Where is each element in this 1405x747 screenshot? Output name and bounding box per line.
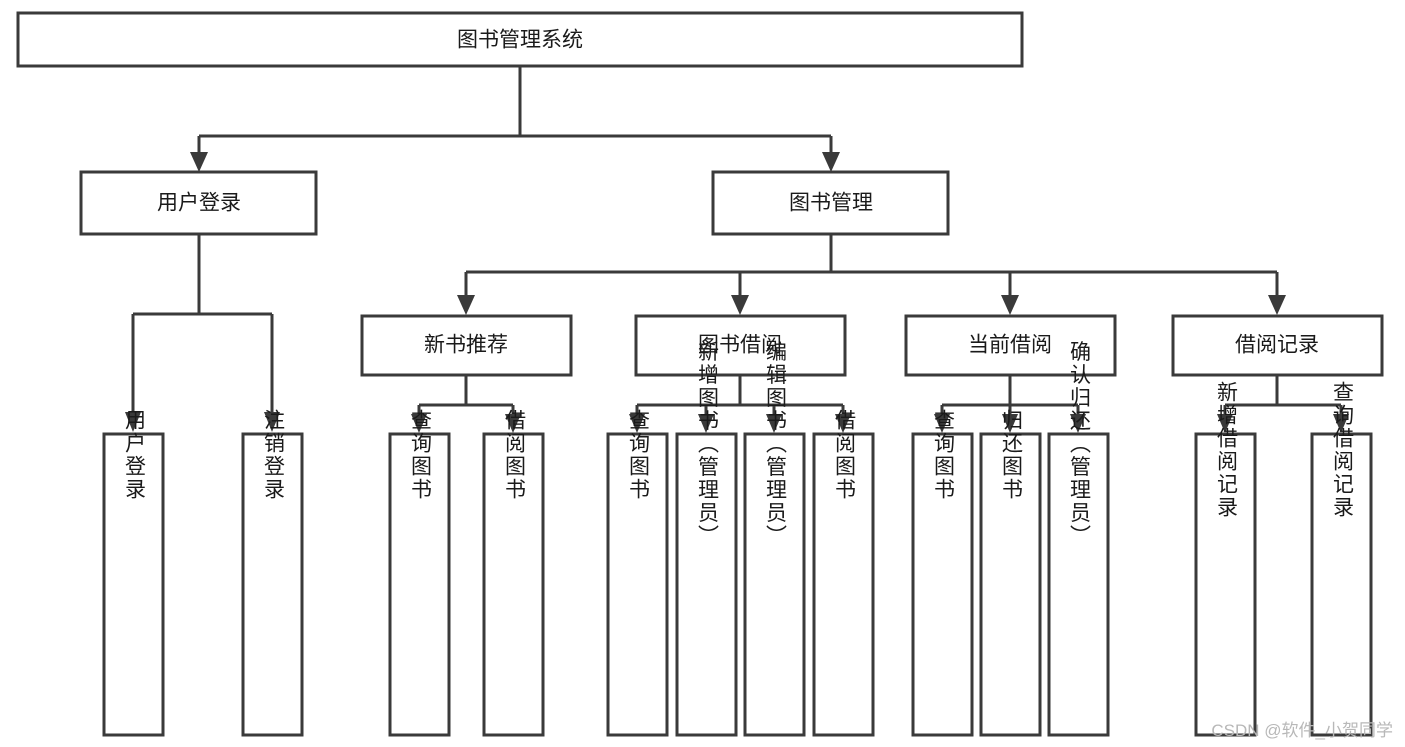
leaf-records-1-box[interactable] — [1310, 432, 1373, 737]
arrow-current-leaf-0 — [934, 414, 950, 433]
leaf-current-0-label: 查询图书 — [932, 409, 956, 501]
arrow-records-leaf-1 — [1333, 414, 1349, 433]
leaf-borrow-1[interactable]: 新增图书（管理员） — [675, 341, 738, 737]
connector-group-root — [190, 66, 840, 172]
node-book-mgmt-label: 图书管理 — [789, 192, 873, 215]
node-user-login-box[interactable] — [79, 170, 318, 236]
leaf-new-book-0-label: 查询图书 — [409, 409, 433, 501]
connector-group-book-mgmt — [457, 234, 1286, 315]
leaf-records-1[interactable]: 查询借阅记录 — [1310, 381, 1373, 737]
leaf-borrow-0[interactable]: 查询图书 — [606, 409, 669, 737]
node-borrow-box[interactable] — [634, 314, 847, 377]
leaf-new-book-1[interactable]: 借阅图书 — [482, 409, 545, 737]
leaf-current-0[interactable]: 查询图书 — [911, 409, 974, 737]
arrow-borrow-leaf-0 — [629, 414, 645, 433]
leaf-current-1[interactable]: 归还图书 — [979, 409, 1042, 737]
node-new-book-label: 新书推荐 — [424, 334, 508, 357]
arrow-records-leaf-0 — [1217, 414, 1233, 433]
leaf-borrow-1-label: 新增图书（管理员） — [696, 341, 720, 548]
leaf-borrow-0-box[interactable] — [606, 432, 669, 737]
node-borrow-records-box[interactable] — [1171, 314, 1384, 377]
node-current-borrow-label: 当前借阅 — [968, 334, 1052, 357]
leaf-borrow-3-label: 借阅图书 — [833, 409, 857, 501]
leaf-user-login-1[interactable]: 注销登录 — [241, 409, 304, 737]
arrow-book-mgmt-to-records — [1268, 295, 1286, 315]
arrow-root-to-book-mgmt — [822, 152, 840, 172]
leaf-new-book-0[interactable]: 查询图书 — [388, 409, 451, 737]
leaf-current-2-box[interactable] — [1047, 432, 1110, 737]
arrow-borrow-leaf-2 — [766, 414, 782, 433]
leaf-user-login-0[interactable]: 用户登录 — [102, 409, 165, 737]
node-borrow-label: 图书借阅 — [698, 334, 782, 357]
node-new-book[interactable]: 新书推荐 — [360, 314, 573, 377]
leaf-borrow-3[interactable]: 借阅图书 — [812, 409, 875, 737]
leaf-user-login-0-box[interactable] — [102, 432, 165, 737]
leaf-borrow-3-box[interactable] — [812, 432, 875, 737]
leaf-new-book-1-box[interactable] — [482, 432, 545, 737]
arrow-current-leaf-1 — [1002, 414, 1018, 433]
leaf-borrow-1-box[interactable] — [675, 432, 738, 737]
leaf-records-0-label: 新增借阅记录 — [1215, 381, 1239, 519]
leaf-user-login-1-label: 注销登录 — [262, 409, 286, 501]
leaf-new-book-0-box[interactable] — [388, 432, 451, 737]
leaf-borrow-2[interactable]: 编辑图书（管理员） — [743, 341, 806, 737]
connector-group-records — [1217, 375, 1349, 433]
node-root-label: 图书管理系统 — [457, 29, 583, 52]
node-new-book-box[interactable] — [360, 314, 573, 377]
node-current-borrow[interactable]: 当前借阅 — [904, 314, 1117, 377]
connector-group-borrow — [629, 375, 851, 433]
node-root[interactable]: 图书管理系统 — [16, 11, 1024, 68]
node-current-borrow-box[interactable] — [904, 314, 1117, 377]
arrow-book-mgmt-to-borrow — [731, 295, 749, 315]
leaf-borrow-2-box[interactable] — [743, 432, 806, 737]
arrow-root-to-user-login — [190, 152, 208, 172]
connector-group-current — [934, 375, 1086, 433]
node-book-mgmt-box[interactable] — [711, 170, 950, 236]
leaf-current-2[interactable]: 确认归还（管理员） — [1047, 341, 1110, 737]
node-borrow-records-label: 借阅记录 — [1235, 334, 1319, 357]
leaf-current-2-label: 确认归还（管理员） — [1068, 341, 1092, 548]
arrow-book-mgmt-to-current — [1001, 295, 1019, 315]
leaf-user-login-1-box[interactable] — [241, 432, 304, 737]
arrow-borrow-leaf-1 — [698, 414, 714, 433]
arrow-book-mgmt-to-new-book — [457, 295, 475, 315]
leaf-records-0-box[interactable] — [1194, 432, 1257, 737]
node-root-box[interactable] — [16, 11, 1024, 68]
arrow-current-leaf-2 — [1070, 414, 1086, 433]
leaf-new-book-1-label: 借阅图书 — [503, 409, 527, 501]
leaf-user-login-0-label: 用户登录 — [123, 409, 147, 501]
leaf-current-1-label: 归还图书 — [1000, 409, 1024, 501]
leaf-borrow-2-label: 编辑图书（管理员） — [764, 341, 788, 548]
arrow-new-book-leaf-0 — [411, 414, 427, 433]
arrow-user-login-leaf-1 — [264, 412, 280, 432]
connector-group-new-book — [411, 375, 521, 433]
arrow-user-login-leaf-0 — [125, 412, 141, 432]
arrow-borrow-leaf-3 — [835, 414, 851, 433]
node-book-mgmt[interactable]: 图书管理 — [711, 170, 950, 236]
arrow-new-book-leaf-1 — [505, 414, 521, 433]
node-borrow[interactable]: 图书借阅 — [634, 314, 847, 377]
leaf-current-1-box[interactable] — [979, 432, 1042, 737]
node-borrow-records[interactable]: 借阅记录 — [1171, 314, 1384, 377]
connector-group-user-login — [125, 234, 280, 432]
leaf-borrow-0-label: 查询图书 — [627, 409, 651, 501]
leaf-current-0-box[interactable] — [911, 432, 974, 737]
leaf-records-1-label: 查询借阅记录 — [1331, 381, 1355, 519]
node-user-login-label: 用户登录 — [157, 192, 241, 215]
node-user-login[interactable]: 用户登录 — [79, 170, 318, 236]
leaf-records-0[interactable]: 新增借阅记录 — [1194, 381, 1257, 737]
